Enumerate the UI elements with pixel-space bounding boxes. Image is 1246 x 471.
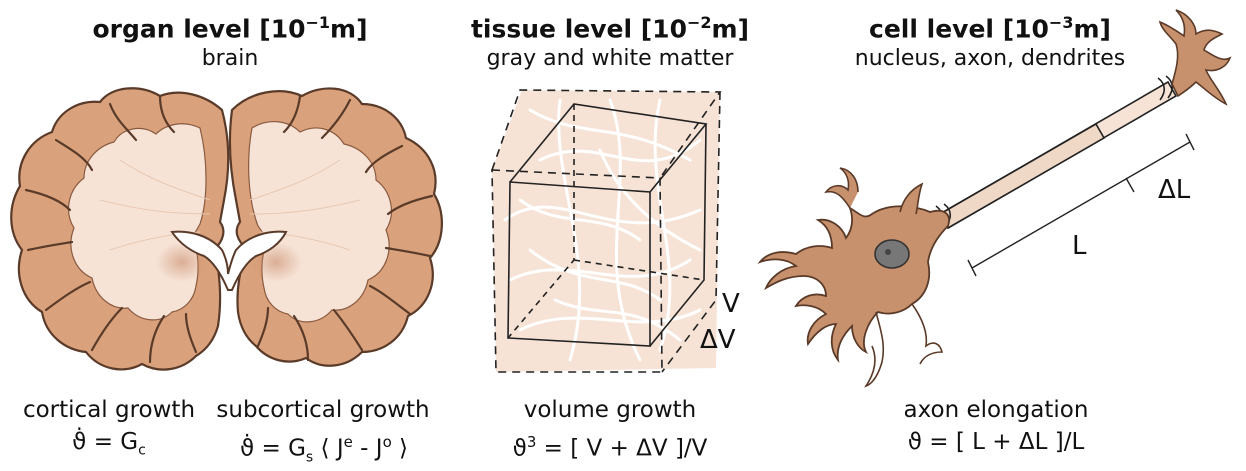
cell-label-dl: ΔL — [1158, 175, 1191, 205]
brain-illustration — [10, 87, 443, 371]
neuron-nucleolus — [885, 249, 891, 255]
cell-title-exp: −3 — [1048, 13, 1074, 32]
neuron-soma — [757, 205, 950, 364]
length-bars — [967, 133, 1195, 277]
caption-cortical: cortical growth — [22, 397, 196, 423]
tissue-title-text: tissue level [10 — [470, 14, 687, 44]
equation-subcortical-sup-e: e — [343, 433, 353, 451]
equation-cortical-lhs: ϑ̇ = G — [72, 429, 139, 455]
equation-volume-sup: 3 — [526, 433, 537, 451]
brain-sulci — [24, 94, 434, 364]
tissue-cube-outer — [491, 89, 722, 373]
cell-title-text: cell level [10 — [869, 14, 1049, 44]
equation-subcortical-sup-o: o — [382, 433, 392, 451]
tissue-title: tissue level [10−2m] — [450, 8, 770, 44]
equation-volume-rhs: = [ V + ΔV ]/V — [536, 435, 708, 462]
caption-subcortical: subcortical growth — [216, 397, 430, 423]
equation-subcortical-end: ⟩ — [391, 435, 409, 462]
tissue-label-dv: ΔV — [700, 325, 736, 355]
neuron-terminal — [1158, 9, 1232, 106]
tissue-cube-inner — [507, 103, 708, 347]
caption-axon: axon elongation — [903, 397, 1089, 423]
equation-subcortical-sub: s — [305, 449, 314, 466]
tissue-title-exp: −2 — [686, 13, 712, 32]
tissue-title-unit: m] — [711, 14, 750, 44]
equation-cortical-sub: c — [138, 442, 146, 459]
cell-title-unit: m] — [1073, 14, 1111, 44]
tissue-label-v: V — [722, 289, 740, 319]
organ-subtitle: brain — [201, 46, 259, 71]
organ-title-text: organ level [10 — [92, 14, 306, 44]
equation-cortical: ϑ̇ = Gc — [14, 428, 204, 465]
caption-volume: volume growth — [523, 397, 697, 423]
organ-title-exp: −1 — [305, 13, 331, 32]
organ-title-unit: m] — [330, 14, 368, 44]
equation-subcortical-jo: - J — [352, 435, 383, 462]
neuron-nucleus — [874, 239, 910, 269]
equation-subcortical-je: ⟨ J — [313, 435, 344, 462]
cell-subtitle: nucleus, axon, dendrites — [854, 46, 1126, 71]
equation-volume-lhs: ϑ — [512, 435, 527, 462]
equation-axon: ϑ = [ L + ΔL ]/L — [907, 429, 1085, 455]
equation-volume: ϑ3 = [ V + ΔV ]/V — [470, 428, 750, 463]
brain-fibers — [99, 159, 361, 251]
equation-subcortical: ϑ̇ = Gs ⟨ Je - Jo ⟩ — [196, 428, 452, 471]
equation-subcortical-lhs: ϑ̇ = G — [239, 435, 306, 462]
illustration-canvas — [10, 9, 1232, 388]
neuron-illustration — [757, 9, 1232, 388]
cell-title: cell level [10−3m] — [830, 8, 1150, 44]
organ-title: organ level [10−1m] — [60, 8, 400, 44]
tissue-subtitle: gray and white matter — [486, 46, 734, 71]
brain-ventricles — [170, 230, 288, 291]
cell-label-l: L — [1072, 231, 1087, 261]
tissue-cube — [491, 89, 722, 373]
